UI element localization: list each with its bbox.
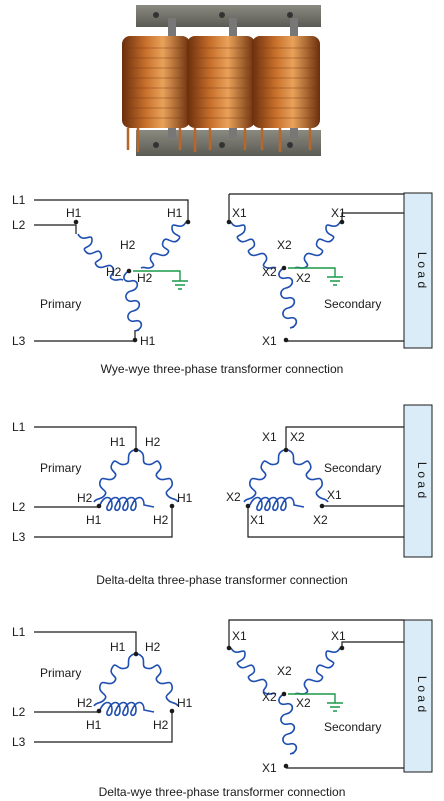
load-box <box>403 619 433 773</box>
term-x1-left: X1 <box>232 629 247 643</box>
term-x1-top: X1 <box>262 430 277 444</box>
term-x1-bottom: X1 <box>262 334 277 348</box>
secondary-coil-bottom <box>278 267 298 329</box>
term-x2-left: X2 <box>262 265 277 279</box>
term-h2-top: H2 <box>145 435 161 449</box>
secondary-coil-right <box>294 221 341 269</box>
term-h2-left: H2 <box>106 265 122 279</box>
load-label: L o a d <box>415 462 429 498</box>
term-h1-left: H1 <box>66 206 82 220</box>
transformer-photo <box>122 5 321 156</box>
primary-coil-left <box>77 233 124 281</box>
primary-coil-left <box>93 653 135 707</box>
label-l1: L1 <box>12 625 26 639</box>
term-h1-top: H1 <box>110 435 126 449</box>
primary-coil-bottom <box>99 496 155 512</box>
term-h2-left: H2 <box>77 491 93 505</box>
term-h1-right: H1 <box>167 206 183 220</box>
term-h1-bottom: H1 <box>86 513 102 527</box>
secondary-coil-left <box>230 221 277 269</box>
term-h2-bottom: H2 <box>153 513 169 527</box>
label-l3: L3 <box>12 530 26 544</box>
term-x2-left: X2 <box>226 490 241 504</box>
term-x1-right: X1 <box>331 629 346 643</box>
label-secondary: Secondary <box>324 297 381 311</box>
term-h1-right: H1 <box>177 696 193 710</box>
label-l2: L2 <box>12 705 26 719</box>
wye-wye-diagram: L1 L2 L3 H1 H1 H2 H2 H2 H1 Primary X1 X1 <box>12 192 433 376</box>
label-secondary: Secondary <box>324 720 381 734</box>
term-x2-ground: X2 <box>296 696 311 710</box>
delta-delta-diagram: L1 L2 L3 H1 H2 H2 H1 H1 H2 Primary X1 X2… <box>12 404 433 587</box>
term-x2-top: X2 <box>277 664 292 678</box>
coil-photo-left <box>122 36 190 128</box>
primary-coil-left <box>93 449 135 503</box>
label-l3: L3 <box>12 735 26 749</box>
term-h1-right: H1 <box>177 491 193 505</box>
label-l1: L1 <box>12 420 26 434</box>
label-primary: Primary <box>40 461 81 475</box>
label-primary: Primary <box>40 297 81 311</box>
load-box <box>403 404 433 558</box>
term-h2-bottom: H2 <box>153 718 169 732</box>
delta-wye-diagram: L1 L2 L3 H1 H2 H2 H1 H1 H2 Primary X1 X1… <box>12 619 433 799</box>
primary-coil-right <box>137 653 179 707</box>
term-x1-bottom: X1 <box>262 761 277 775</box>
term-x2-top: X2 <box>290 430 305 444</box>
secondary-coil-bottom <box>278 693 298 755</box>
label-l2: L2 <box>12 500 26 514</box>
term-h2-left: H2 <box>77 696 93 710</box>
term-x1-bottom: X1 <box>250 513 265 527</box>
coil-photo-middle <box>187 36 255 128</box>
term-x2-ground: X2 <box>296 271 311 285</box>
primary-coil-bottom <box>99 701 155 717</box>
caption-delta-delta: Delta-delta three-phase transformer conn… <box>96 573 347 587</box>
secondary-coil-left <box>230 647 277 695</box>
secondary-coil-bottom <box>249 496 305 512</box>
term-x1-right: X1 <box>331 206 346 220</box>
caption-wye-wye: Wye-wye three-phase transformer connecti… <box>101 362 344 376</box>
primary-coil-right <box>137 449 179 503</box>
term-h2-top: H2 <box>145 640 161 654</box>
term-h1-bottom: H1 <box>140 334 156 348</box>
secondary-coil-right <box>287 449 329 503</box>
label-l1: L1 <box>12 193 26 207</box>
label-secondary: Secondary <box>324 461 381 475</box>
term-x2-top: X2 <box>277 238 292 252</box>
secondary-coil-right <box>294 647 341 695</box>
term-x1-left: X1 <box>232 206 247 220</box>
label-l2: L2 <box>12 218 26 232</box>
term-x1-right: X1 <box>327 488 342 502</box>
label-primary: Primary <box>40 666 81 680</box>
primary-coil-right <box>140 221 187 269</box>
label-l3: L3 <box>12 334 26 348</box>
load-label: L o a d <box>415 252 429 288</box>
term-h2-top: H2 <box>120 238 136 252</box>
coil-photo-right <box>252 36 320 128</box>
load-box <box>403 192 433 349</box>
term-h1-top: H1 <box>110 640 126 654</box>
caption-delta-wye: Delta-wye three-phase transformer connec… <box>99 785 346 799</box>
secondary-coil-left <box>243 449 285 503</box>
primary-coil-bottom <box>123 270 143 332</box>
term-x2-bottom: X2 <box>313 513 328 527</box>
load-label: L o a d <box>415 676 429 712</box>
term-h1-bottom: H1 <box>86 718 102 732</box>
term-x2-left: X2 <box>262 690 277 704</box>
term-h2-ground: H2 <box>137 271 153 285</box>
